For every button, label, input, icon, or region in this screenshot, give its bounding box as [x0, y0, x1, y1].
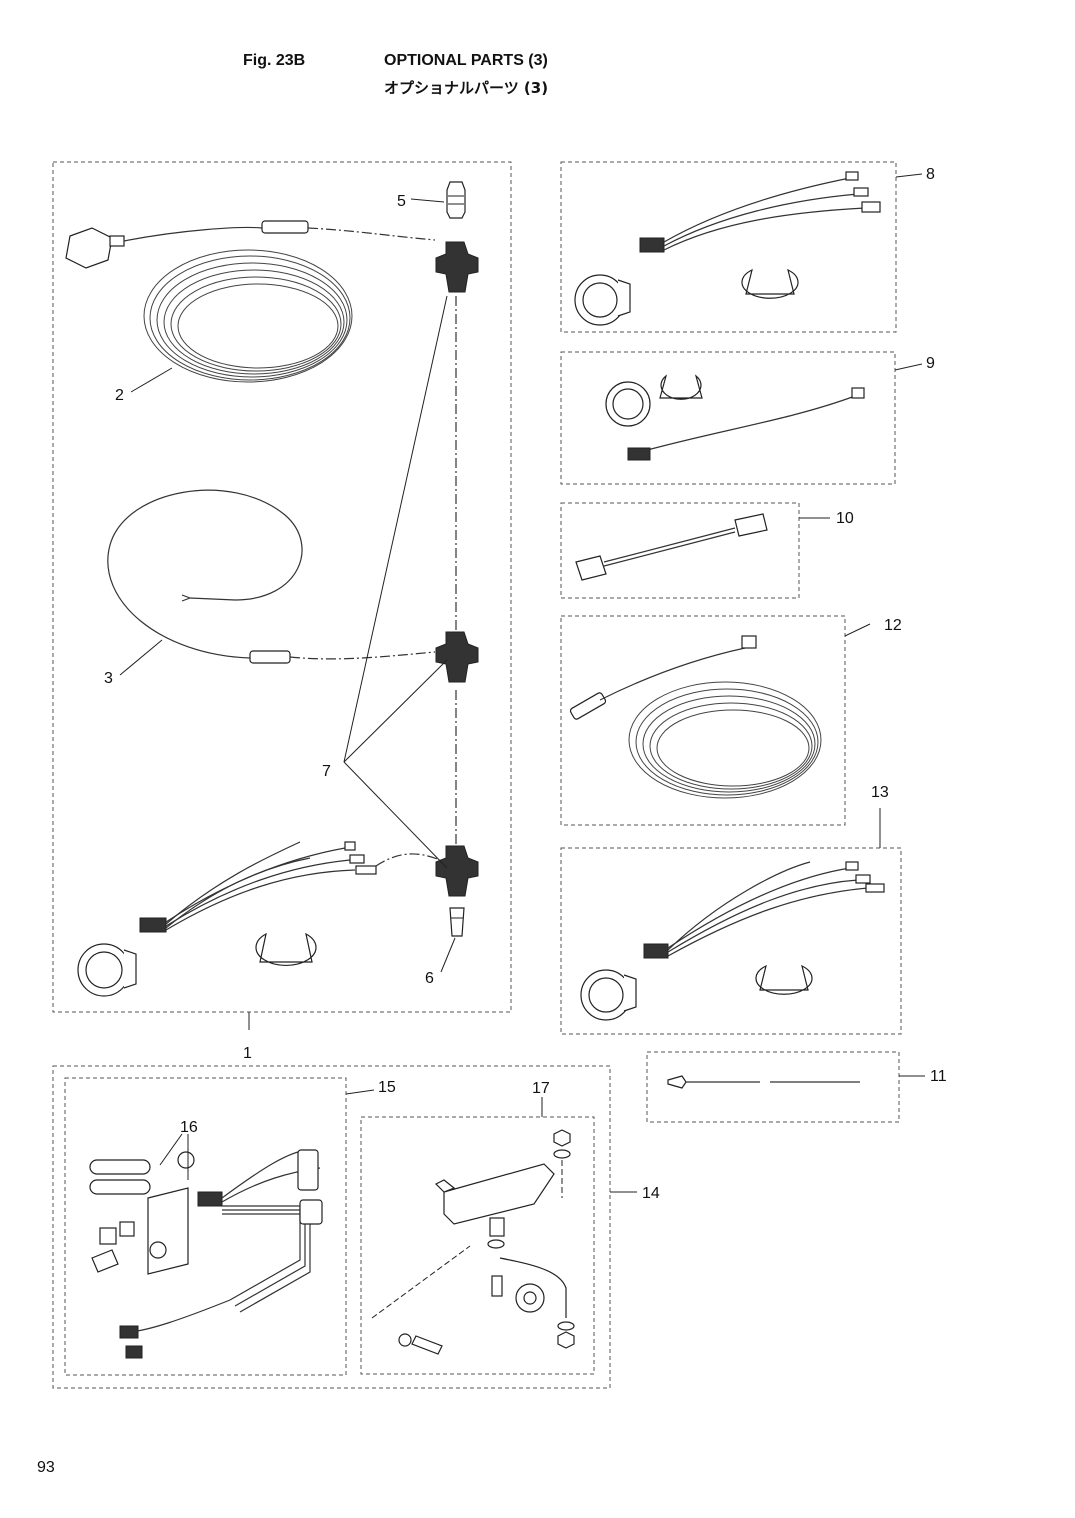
- figure-number: Fig. 23B: [243, 52, 306, 69]
- gauge-harness-8: [574, 171, 881, 326]
- gauge-harness-13: [580, 861, 885, 1021]
- page-number: 93: [37, 1459, 55, 1476]
- group-box-8: [560, 161, 897, 333]
- cable-2-coil: [65, 220, 436, 383]
- gauge-harness-1: [77, 841, 441, 997]
- callout-3: 3: [104, 670, 113, 687]
- callout-6: 6: [425, 970, 434, 987]
- extension-cable-12: [569, 635, 822, 799]
- t-connector-middle: [435, 631, 479, 683]
- callout-14: 14: [642, 1185, 660, 1202]
- t-connector-lower: [435, 845, 479, 897]
- group-box-14: [52, 1065, 611, 1389]
- callout-15: 15: [378, 1079, 396, 1096]
- group-box-1: [52, 161, 512, 1013]
- figure-title-english: OPTIONAL PARTS (3): [384, 52, 548, 69]
- callout-5: 5: [397, 193, 406, 210]
- callout-9: 9: [926, 355, 935, 372]
- sensor-11: [667, 1075, 860, 1089]
- callout-11: 11: [930, 1068, 947, 1085]
- harness-15: [89, 1149, 323, 1359]
- callout-17: 17: [532, 1080, 550, 1097]
- group-box-10: [560, 502, 800, 599]
- callout-10: 10: [836, 510, 854, 527]
- group-box-15: [64, 1077, 347, 1376]
- terminator-6: [449, 907, 465, 937]
- group-box-12: [560, 615, 846, 826]
- terminator-5: [446, 181, 466, 219]
- callout-2: 2: [115, 387, 124, 404]
- callout-16: 16: [180, 1119, 198, 1136]
- t-connector-upper: [435, 241, 479, 293]
- callout-13: 13: [871, 784, 889, 801]
- adapter-cable-10: [575, 513, 768, 581]
- gauge-harness-9: [605, 374, 865, 461]
- group-box-13: [560, 847, 902, 1035]
- callout-1: 1: [243, 1045, 252, 1062]
- leader-lines: [119, 173, 925, 1193]
- figure-title-japanese: オプショナルパーツ (3): [384, 79, 549, 97]
- cable-3-loop: [107, 489, 436, 664]
- group-box-9: [560, 351, 896, 485]
- callout-7: 7: [322, 763, 331, 780]
- bracket-kit-17: [371, 1129, 575, 1355]
- callout-12: 12: [884, 617, 902, 634]
- callout-8: 8: [926, 166, 935, 183]
- group-box-11: [646, 1051, 900, 1123]
